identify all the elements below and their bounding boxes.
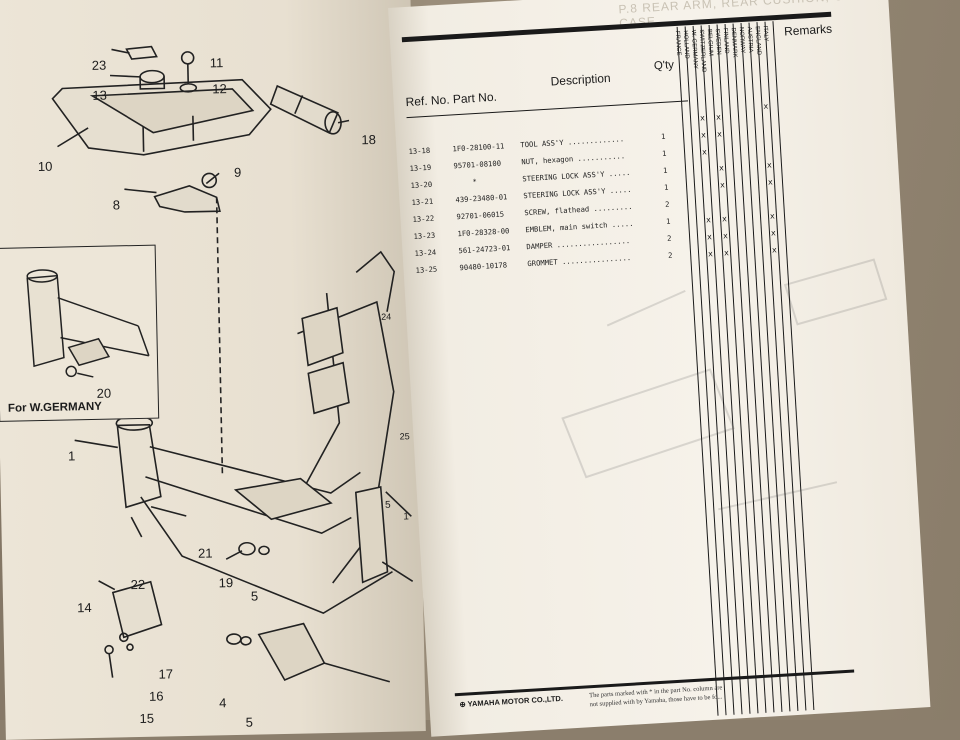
- availability-mark: x: [718, 163, 725, 173]
- ref-no: 13-18: [408, 145, 431, 157]
- ref-no: 13-22: [412, 213, 435, 224]
- callout-25: 25: [399, 431, 410, 442]
- header-qty: Q'ty: [653, 59, 675, 73]
- callout-14: 14: [77, 600, 92, 616]
- frame-exploded-drawing: [51, 45, 414, 683]
- availability-mark: x: [771, 245, 778, 255]
- ref-no: 13-23: [413, 230, 436, 241]
- callout-1b: 1: [403, 511, 410, 523]
- part-no: 90480-10178: [459, 260, 508, 273]
- callout-22: 22: [130, 576, 146, 593]
- part-qty: 1: [665, 216, 671, 226]
- part-qty: 1: [661, 148, 667, 158]
- callout-15: 15: [139, 710, 155, 727]
- bleed-through-drawing: [561, 258, 888, 511]
- part-no: 95701-08100: [453, 158, 502, 171]
- callout-13: 13: [92, 87, 108, 103]
- ref-no: 13-21: [411, 196, 434, 207]
- callout-24: 24: [381, 311, 392, 322]
- part-no: *: [472, 177, 478, 187]
- availability-mark: x: [723, 248, 730, 258]
- callout-4: 4: [219, 695, 227, 711]
- inset-frame-drawing: [26, 269, 150, 378]
- part-qty: 1: [660, 131, 666, 142]
- part-qty: 2: [666, 233, 672, 243]
- availability-mark: x: [769, 211, 776, 221]
- callout-1: 1: [67, 448, 76, 464]
- availability-mark: x: [707, 249, 714, 259]
- callout-5b: 5: [245, 714, 253, 730]
- callout-20: 20: [96, 385, 112, 401]
- ref-no: 13-25: [415, 264, 438, 275]
- callout-23: 23: [91, 57, 107, 73]
- callout-19: 19: [218, 575, 234, 591]
- callout-16: 16: [148, 688, 164, 704]
- availability-mark: x: [715, 112, 722, 122]
- availability-mark: x: [716, 129, 723, 139]
- availability-mark: x: [770, 228, 777, 238]
- part-no: 92701-06015: [456, 209, 505, 222]
- inset-caption: For W.GERMANY: [7, 400, 103, 415]
- part-qty: 1: [663, 182, 669, 192]
- callout-5c: 5: [384, 499, 391, 511]
- callout-17: 17: [158, 666, 174, 682]
- availability-mark: x: [705, 215, 712, 225]
- callout-18: 18: [361, 131, 377, 148]
- availability-mark: x: [701, 147, 708, 157]
- availability-mark: x: [706, 232, 713, 242]
- availability-mark: x: [700, 130, 707, 140]
- callout-12: 12: [212, 81, 227, 97]
- part-no: 1F0-28100-11: [452, 141, 505, 154]
- part-qty: 1: [662, 165, 668, 175]
- ref-no: 13-24: [414, 247, 437, 258]
- availability-mark: x: [722, 231, 729, 241]
- availability-mark: x: [721, 214, 728, 224]
- availability-mark: x: [763, 101, 769, 111]
- callout-11: 11: [209, 55, 224, 71]
- availability-mark: x: [766, 160, 772, 170]
- ref-no: 13-19: [409, 162, 432, 173]
- right-page-parts-list: P.8 REAR ARM, REAR CUSHION, CHAIN CASE R…: [388, 0, 931, 737]
- part-no: 439-23480-01: [455, 192, 508, 205]
- part-no: 1F0-28328-00: [457, 226, 510, 239]
- part-qty: 2: [664, 199, 670, 209]
- availability-mark: x: [767, 177, 773, 187]
- callout-9: 9: [233, 164, 242, 180]
- callout-10: 10: [37, 158, 53, 175]
- part-no: 561-24723-01: [458, 243, 511, 256]
- availability-mark: x: [719, 180, 726, 190]
- header-remarks: Remarks: [783, 21, 833, 39]
- callout-5: 5: [250, 588, 259, 604]
- callout-8: 8: [112, 197, 121, 213]
- availability-mark: x: [699, 113, 706, 123]
- callout-21: 21: [197, 545, 213, 561]
- w-germany-inset: For W.GERMANY: [0, 244, 160, 422]
- part-qty: 2: [667, 250, 673, 260]
- left-page-diagram: For W.GERMANY 23 11 13 12 10 18 9 8 1 21…: [0, 0, 426, 740]
- ref-no: 13-20: [410, 179, 433, 190]
